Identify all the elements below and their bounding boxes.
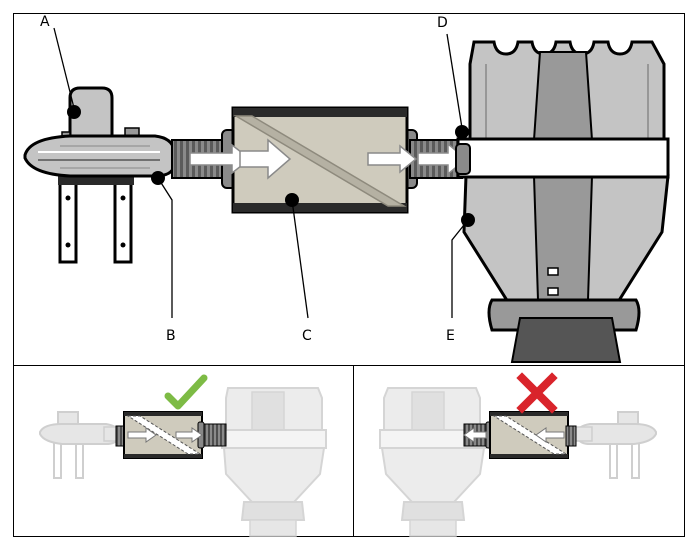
- faded-ventilation-unit-left: [39, 411, 129, 479]
- airflow-arrow-3: [367, 144, 418, 174]
- filter-box-correct: [115, 411, 227, 459]
- outer-frame: [13, 13, 685, 537]
- callout-a: [53, 27, 81, 119]
- ventilation-unit: [23, 86, 176, 264]
- label-e: E: [446, 328, 455, 344]
- callout-c: [285, 193, 309, 319]
- appliance-unit: [455, 40, 670, 363]
- panel-incorrect: [379, 372, 657, 537]
- callout-b: [151, 171, 173, 318]
- faded-ventilation-unit-right: [567, 411, 657, 479]
- cross-icon: [516, 372, 558, 414]
- label-d: D: [437, 15, 448, 31]
- faded-appliance-left: [221, 387, 327, 537]
- label-a: A: [40, 14, 50, 30]
- main-diagram: A B C D E: [23, 14, 670, 363]
- faded-appliance-right: [379, 387, 487, 537]
- label-c: C: [302, 328, 312, 344]
- callout-e: [451, 213, 475, 318]
- airflow-arrow-2: [239, 138, 292, 180]
- panel-correct: [39, 374, 327, 537]
- checkmark-icon: [164, 374, 208, 410]
- label-b: B: [166, 328, 176, 344]
- filter-box-incorrect: [463, 411, 577, 459]
- callout-d: [446, 33, 469, 139]
